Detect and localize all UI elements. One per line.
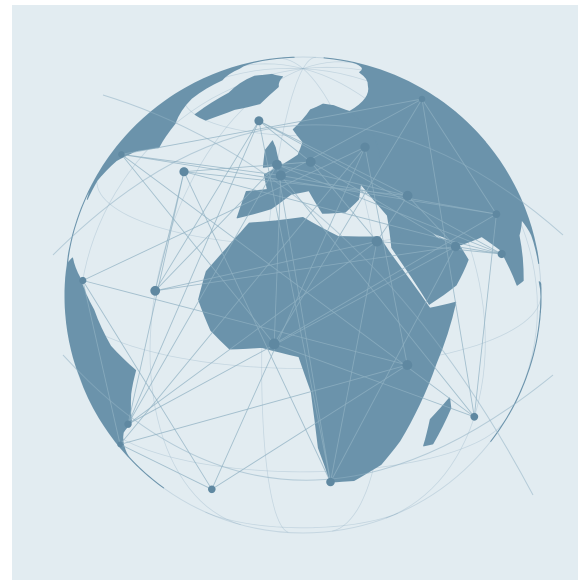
network-node — [150, 285, 161, 296]
network-link — [127, 240, 378, 425]
graticule-line — [302, 61, 358, 69]
network-link — [183, 171, 331, 483]
continent-south-america — [64, 257, 165, 489]
network-link — [119, 364, 408, 445]
network-link — [211, 364, 408, 490]
network-link — [127, 171, 185, 425]
network-link — [273, 98, 423, 345]
network-node — [470, 412, 479, 421]
network-link — [154, 120, 260, 292]
network-node — [492, 210, 501, 219]
network-link — [127, 164, 278, 425]
graticule-line — [302, 56, 316, 69]
network-link — [183, 171, 502, 255]
network-link — [127, 120, 260, 425]
continent-australia — [490, 287, 542, 442]
network-link — [82, 280, 213, 490]
orbit-arc — [62, 354, 554, 481]
network-node — [275, 170, 286, 181]
network-link — [455, 246, 502, 255]
network-link — [276, 164, 331, 483]
graticule-line — [149, 68, 304, 526]
network-link — [258, 120, 502, 255]
network-link — [183, 161, 311, 173]
network-link — [258, 120, 311, 163]
network-link — [121, 153, 497, 215]
network-globe — [52, 56, 564, 534]
network-link — [119, 443, 212, 490]
network-link — [82, 146, 366, 281]
orbit-arc — [102, 94, 534, 496]
globe-panel — [12, 5, 578, 580]
orbit-arc — [52, 124, 564, 256]
network-link — [421, 98, 475, 417]
network-node — [326, 477, 335, 487]
network-link — [273, 175, 282, 344]
network-link — [211, 147, 366, 490]
network-node — [118, 151, 125, 158]
continent-north-america — [66, 56, 295, 266]
network-link — [421, 98, 497, 215]
network-link — [280, 175, 475, 418]
network-node — [360, 142, 370, 152]
network-node — [402, 190, 413, 201]
network-link — [330, 241, 378, 483]
network-link — [273, 213, 497, 345]
network-node — [117, 441, 123, 448]
network-link — [121, 98, 423, 155]
continent-greenland — [194, 73, 283, 121]
network-link — [310, 161, 378, 242]
network-link — [82, 280, 408, 366]
network-node — [402, 360, 413, 370]
network-node — [450, 241, 461, 252]
network-node — [268, 338, 280, 350]
network-link — [274, 343, 475, 418]
network-link — [121, 154, 275, 345]
network-link — [276, 164, 502, 255]
network-node — [497, 249, 506, 259]
network-link — [155, 246, 456, 292]
network-node — [305, 156, 316, 167]
network-node — [418, 95, 426, 103]
graticule-line — [205, 511, 399, 529]
network-link — [155, 240, 377, 292]
continent-japan — [436, 97, 486, 143]
network-link — [121, 154, 475, 418]
continent-indonesia — [538, 281, 542, 313]
network-link — [280, 175, 497, 215]
network-node — [371, 236, 383, 247]
network-link — [364, 147, 408, 366]
network-node — [179, 167, 189, 177]
network-link — [258, 120, 408, 197]
network-link — [82, 280, 121, 445]
network-node — [124, 420, 132, 428]
network-link — [121, 153, 281, 176]
network-node — [272, 159, 282, 170]
continent-madagascar — [423, 397, 452, 447]
network-link — [407, 195, 456, 247]
network-node — [79, 276, 87, 285]
network-link — [473, 214, 497, 417]
network-link — [154, 171, 185, 291]
network-node — [208, 485, 216, 494]
graticule-line — [277, 58, 304, 69]
network-link — [183, 171, 408, 197]
network-link — [376, 195, 408, 242]
network-node — [254, 116, 264, 126]
network-link — [154, 164, 278, 292]
network-link — [330, 246, 456, 483]
network-link — [310, 161, 456, 247]
graticule-line — [100, 420, 505, 473]
